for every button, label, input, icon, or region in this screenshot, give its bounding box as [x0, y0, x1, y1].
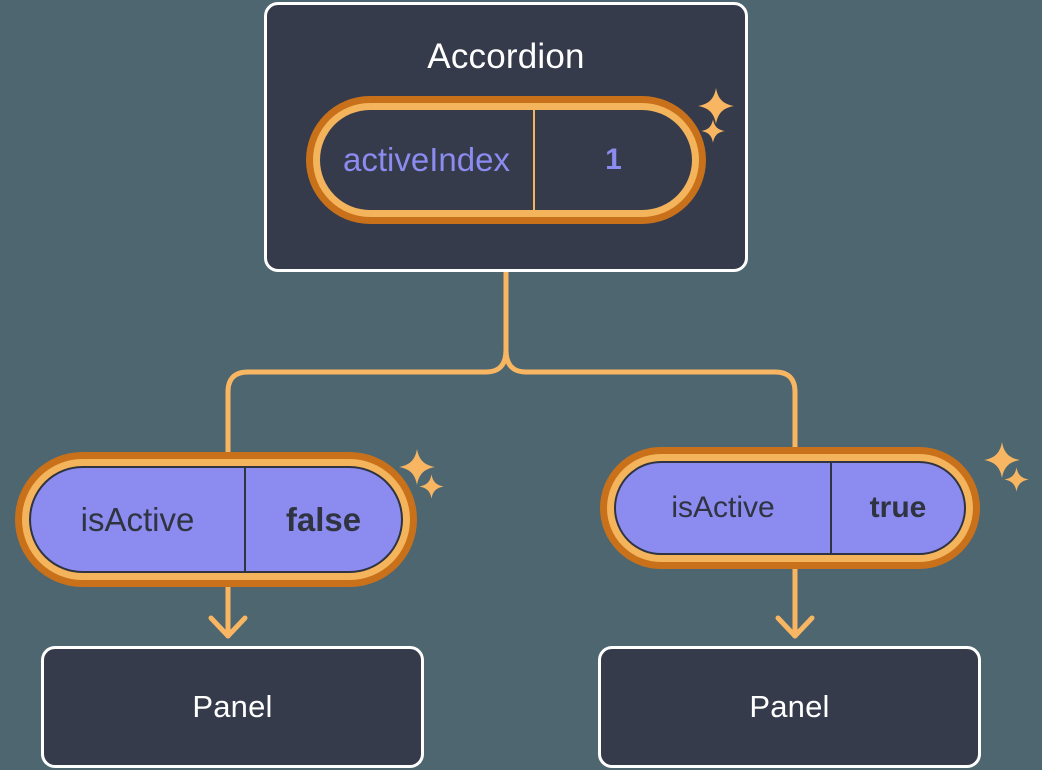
state-key-label: activeIndex — [320, 110, 535, 210]
sparkle-icon — [696, 86, 736, 126]
pill-inner-ring: isActive false — [22, 459, 410, 580]
panel-title: Panel — [192, 689, 273, 724]
state-pill-active-index[interactable]: activeIndex 1 — [306, 96, 706, 224]
state-pill-is-active-false[interactable]: isActive false — [15, 452, 417, 587]
component-panel-left[interactable]: Panel — [41, 646, 424, 768]
connector-to-left-state — [225, 347, 509, 473]
pill-inner-ring: isActive true — [607, 454, 973, 562]
accordion-title: Accordion — [427, 37, 585, 76]
arrowhead-right — [775, 615, 815, 639]
state-key-label: isActive — [616, 463, 832, 553]
sparkle-small-icon — [1003, 466, 1030, 493]
state-value-label: false — [285, 500, 362, 538]
pill-inner-ring: activeIndex 1 — [313, 103, 699, 217]
sparkle-icon — [397, 447, 437, 487]
state-pill-is-active-true[interactable]: isActive true — [600, 447, 980, 569]
state-value-label: 1 — [605, 143, 622, 176]
state-value-label: true — [869, 491, 927, 524]
sparkle-icon — [982, 440, 1022, 480]
sparkle-small-icon — [700, 118, 726, 144]
connector-to-right-state — [503, 347, 798, 473]
sparkle-small-icon — [418, 473, 445, 500]
pill-body: activeIndex 1 — [320, 110, 692, 210]
state-key-label: isActive — [31, 468, 246, 571]
pill-body: isActive false — [29, 466, 403, 573]
arrowhead-left — [208, 615, 248, 639]
panel-title: Panel — [749, 689, 830, 724]
component-panel-right[interactable]: Panel — [598, 646, 981, 768]
pill-body: isActive true — [614, 461, 966, 555]
